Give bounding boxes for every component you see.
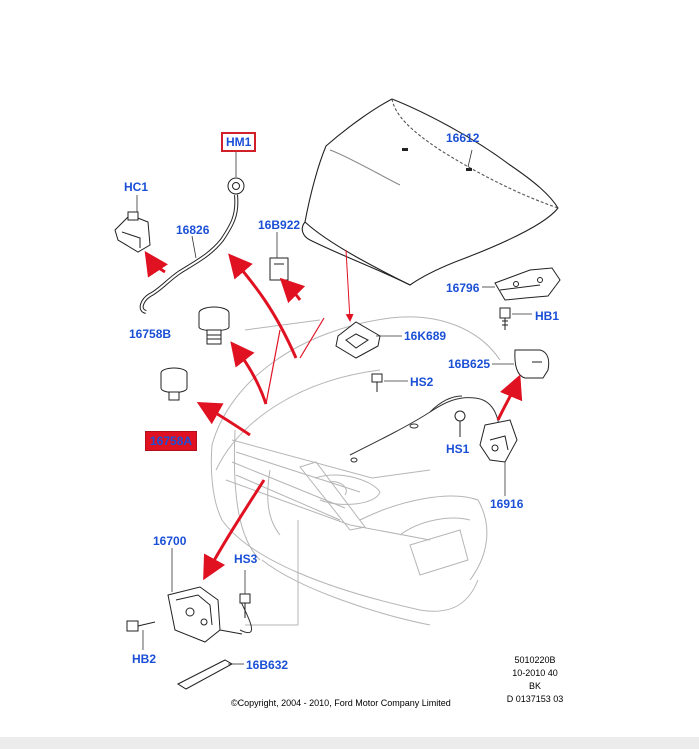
part-label-hs1[interactable]: HS1 [446, 442, 470, 456]
bump-stop-16758a [160, 367, 188, 401]
part-label-16758a[interactable]: 16758A [145, 431, 198, 451]
part-label-16916[interactable]: 16916 [490, 497, 524, 511]
release-cable [239, 397, 501, 634]
part-label-16758b[interactable]: 16758B [129, 327, 172, 341]
part-label-16700[interactable]: 16700 [153, 534, 187, 548]
reference-line: D 0137153 03 [506, 694, 564, 704]
grommet-hm1 [227, 177, 245, 195]
hood-lock-16700 [167, 586, 243, 643]
part-label-16796[interactable]: 16796 [446, 281, 480, 295]
part-label-hm1[interactable]: HM1 [221, 132, 257, 152]
part-label-hb2[interactable]: HB2 [132, 652, 157, 666]
car-outline [210, 316, 501, 626]
prop-rod [139, 194, 239, 314]
reference-line: 5010220B [514, 655, 556, 665]
part-label-16k689[interactable]: 16K689 [404, 329, 447, 343]
hood-panel [301, 98, 559, 286]
part-label-hs3[interactable]: HS3 [234, 552, 258, 566]
part-label-16b632[interactable]: 16B632 [246, 658, 289, 672]
handle-16b632 [176, 659, 234, 690]
striker-16k689 [335, 321, 381, 359]
part-label-hc1[interactable]: HC1 [124, 180, 149, 194]
release-handle-16b625 [514, 349, 550, 379]
part-label-16612[interactable]: 16612 [446, 131, 480, 145]
bottom-bar [0, 737, 699, 749]
reference-line: 10-2010 40 [512, 668, 558, 678]
part-label-hb1[interactable]: HB1 [535, 309, 560, 323]
reference-block: 5010220B 10-2010 40 BK D 0137153 03 [500, 654, 570, 706]
bump-stop-16758b [198, 306, 230, 345]
bolt-hb2 [126, 620, 156, 632]
release-lever-16916 [479, 419, 518, 463]
bolt-hs1 [454, 410, 466, 437]
part-label-16826[interactable]: 16826 [176, 223, 210, 237]
red-arrows [144, 251, 523, 581]
bolt-hs2 [371, 373, 383, 392]
bolt-hs3 [239, 593, 251, 618]
hinge-bracket [494, 267, 561, 301]
reference-line: BK [528, 681, 541, 691]
copyright-text: ©Copyright, 2004 - 2010, Ford Motor Comp… [231, 698, 451, 708]
cable-clip-hc1 [114, 211, 151, 253]
part-label-16b922[interactable]: 16B922 [258, 218, 301, 232]
bolt-hb1 [499, 307, 511, 330]
clip-16b922 [269, 257, 289, 281]
part-label-16b625[interactable]: 16B625 [448, 357, 491, 371]
part-label-hs2[interactable]: HS2 [410, 375, 434, 389]
